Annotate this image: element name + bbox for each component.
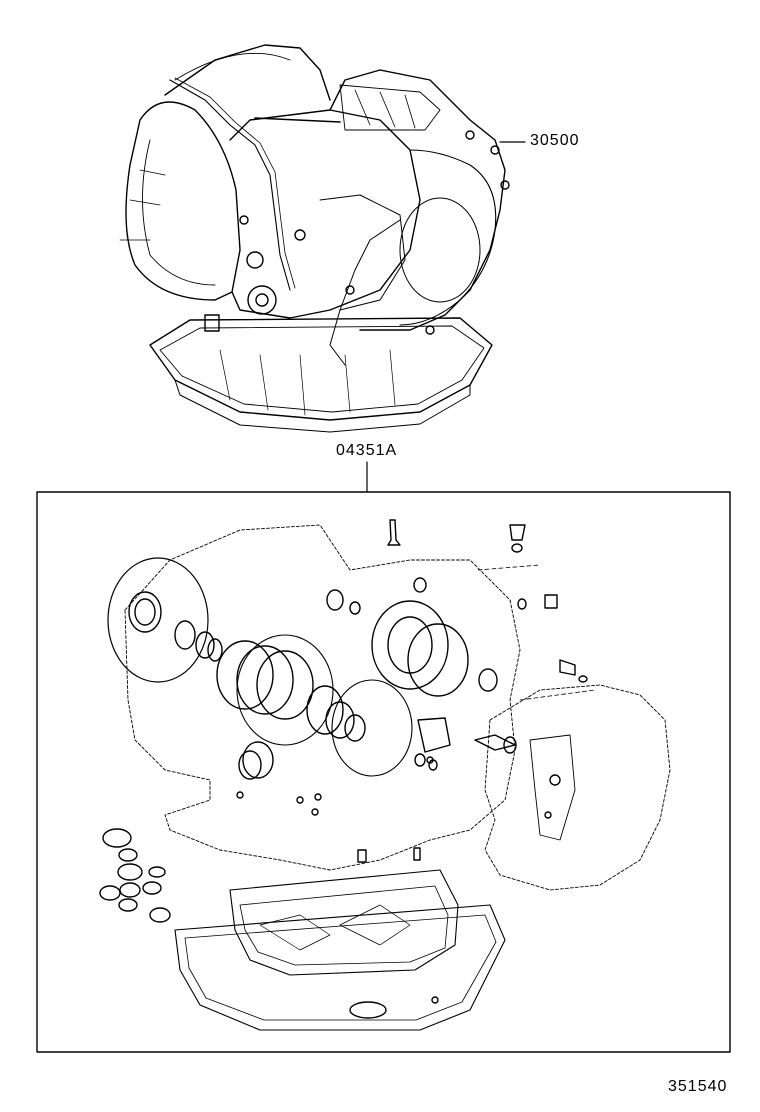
case-gasket-outline xyxy=(124,524,521,871)
overhaul-kit-frame xyxy=(36,491,731,1053)
bell-housing xyxy=(125,101,241,301)
piston-seal xyxy=(306,685,344,735)
side-cover-gasket xyxy=(484,684,671,891)
wire-harness xyxy=(169,79,291,291)
figure-number: 351540 xyxy=(668,1078,728,1095)
o-ring-small-1 xyxy=(102,828,132,848)
oil-pan-gasket xyxy=(174,904,506,1031)
part-label-04351a: 04351A xyxy=(336,442,398,459)
o-ring-group xyxy=(216,640,274,710)
clutch-seal-ring xyxy=(371,600,449,690)
oil-pan xyxy=(149,317,493,421)
seal-ring-1 xyxy=(174,620,196,650)
valve-body-plate xyxy=(229,869,459,976)
transaxle-assembly xyxy=(119,44,510,433)
part-label-30500: 30500 xyxy=(530,132,580,149)
oil-seal-large xyxy=(107,557,209,683)
transaxle-case xyxy=(229,109,421,319)
kit-contents xyxy=(99,519,671,1031)
